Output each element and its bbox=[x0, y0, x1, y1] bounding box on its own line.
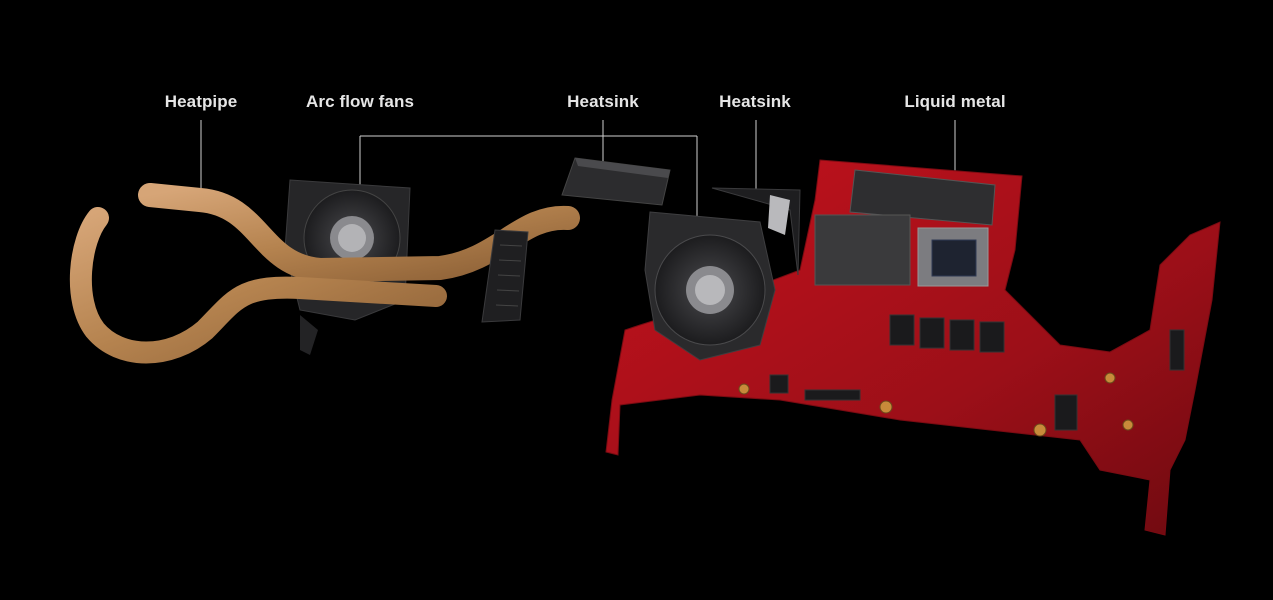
heatpipe bbox=[69, 183, 580, 364]
heatsink-block bbox=[561, 157, 671, 206]
callout-heatsink-right: Heatsink bbox=[719, 92, 791, 111]
left-fin-stack bbox=[481, 229, 529, 323]
motherboard bbox=[605, 159, 1221, 536]
callout-liquid-metal: Liquid metal bbox=[904, 92, 1006, 111]
callout-heatpipe: Heatpipe bbox=[164, 92, 238, 111]
callout-heatsink-left: Heatsink bbox=[567, 92, 639, 111]
right-fan bbox=[644, 187, 801, 361]
callout-arc-flow-fans: Arc flow fans bbox=[305, 92, 415, 111]
